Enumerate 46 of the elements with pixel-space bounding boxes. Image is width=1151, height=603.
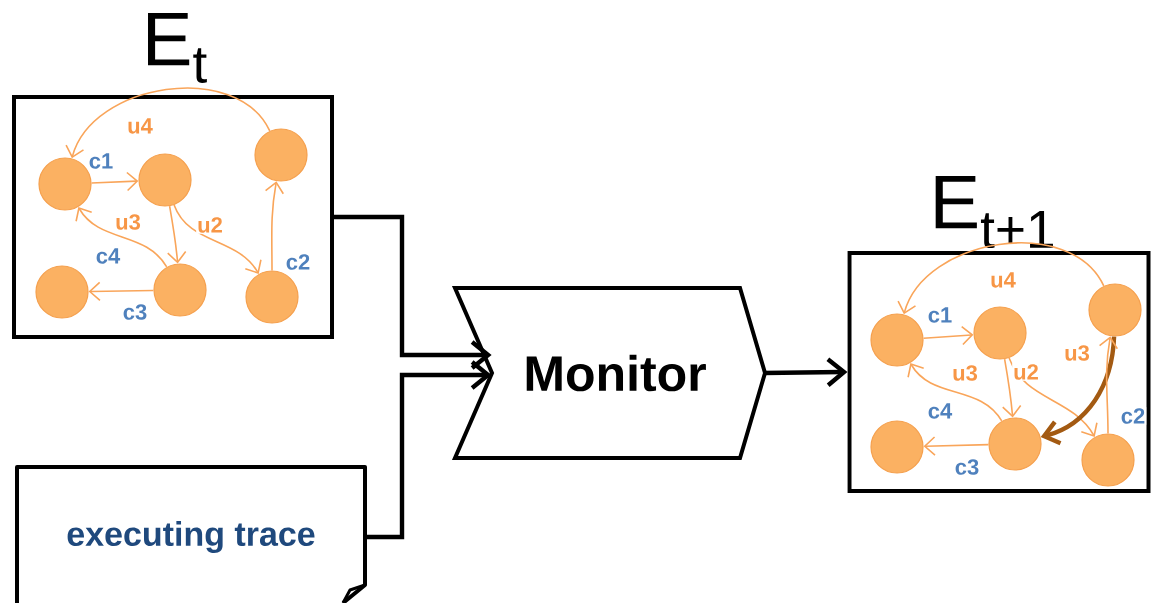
edge-label: u4	[126, 117, 154, 135]
arrow	[166, 205, 187, 264]
circle-node	[138, 153, 192, 207]
arrow	[1001, 358, 1022, 418]
edge-label: u3	[1063, 344, 1091, 362]
arrow	[763, 357, 848, 387]
circle-node	[245, 270, 299, 324]
edge-label: u2	[1012, 363, 1040, 381]
edge-label: u2	[196, 216, 224, 234]
edge-label: c2	[284, 253, 312, 271]
arrow	[334, 214, 492, 370]
arrow	[1008, 357, 1098, 437]
arrow	[922, 325, 974, 346]
circle-node	[1088, 283, 1142, 337]
box-heading: E$_{t}$	[148, 13, 207, 83]
edge-label: c3	[121, 303, 149, 321]
edge-label: c4	[926, 402, 954, 420]
arrow	[65, 87, 271, 159]
arrow	[1040, 336, 1117, 446]
edge-label: c1	[87, 152, 115, 170]
edge-label: c2	[1119, 407, 1147, 425]
circle-node	[973, 306, 1027, 360]
circle-node	[1081, 433, 1135, 487]
arrow	[90, 171, 139, 192]
arrow	[897, 242, 1105, 315]
edge-label: c3	[953, 458, 981, 476]
edge-label: u3	[114, 213, 142, 231]
arrow	[264, 181, 285, 272]
arrow	[173, 204, 262, 274]
box-heading: E$_{t+1}$	[935, 175, 1053, 249]
circle-node	[870, 313, 924, 367]
arrow	[75, 207, 168, 268]
arrow	[907, 363, 1003, 422]
circle-node	[254, 128, 308, 182]
arrow	[365, 360, 492, 540]
edge-label: u3	[951, 364, 979, 382]
circle-node	[153, 263, 207, 317]
circle-node	[870, 420, 924, 474]
edge-label: u4	[989, 271, 1017, 289]
circle-node	[35, 265, 89, 319]
arrow	[1098, 336, 1119, 435]
circle-node	[988, 417, 1042, 471]
arrow	[88, 281, 155, 302]
edge-label: c4	[94, 247, 122, 265]
edge-label: c1	[926, 306, 954, 324]
arrow	[923, 436, 990, 456]
